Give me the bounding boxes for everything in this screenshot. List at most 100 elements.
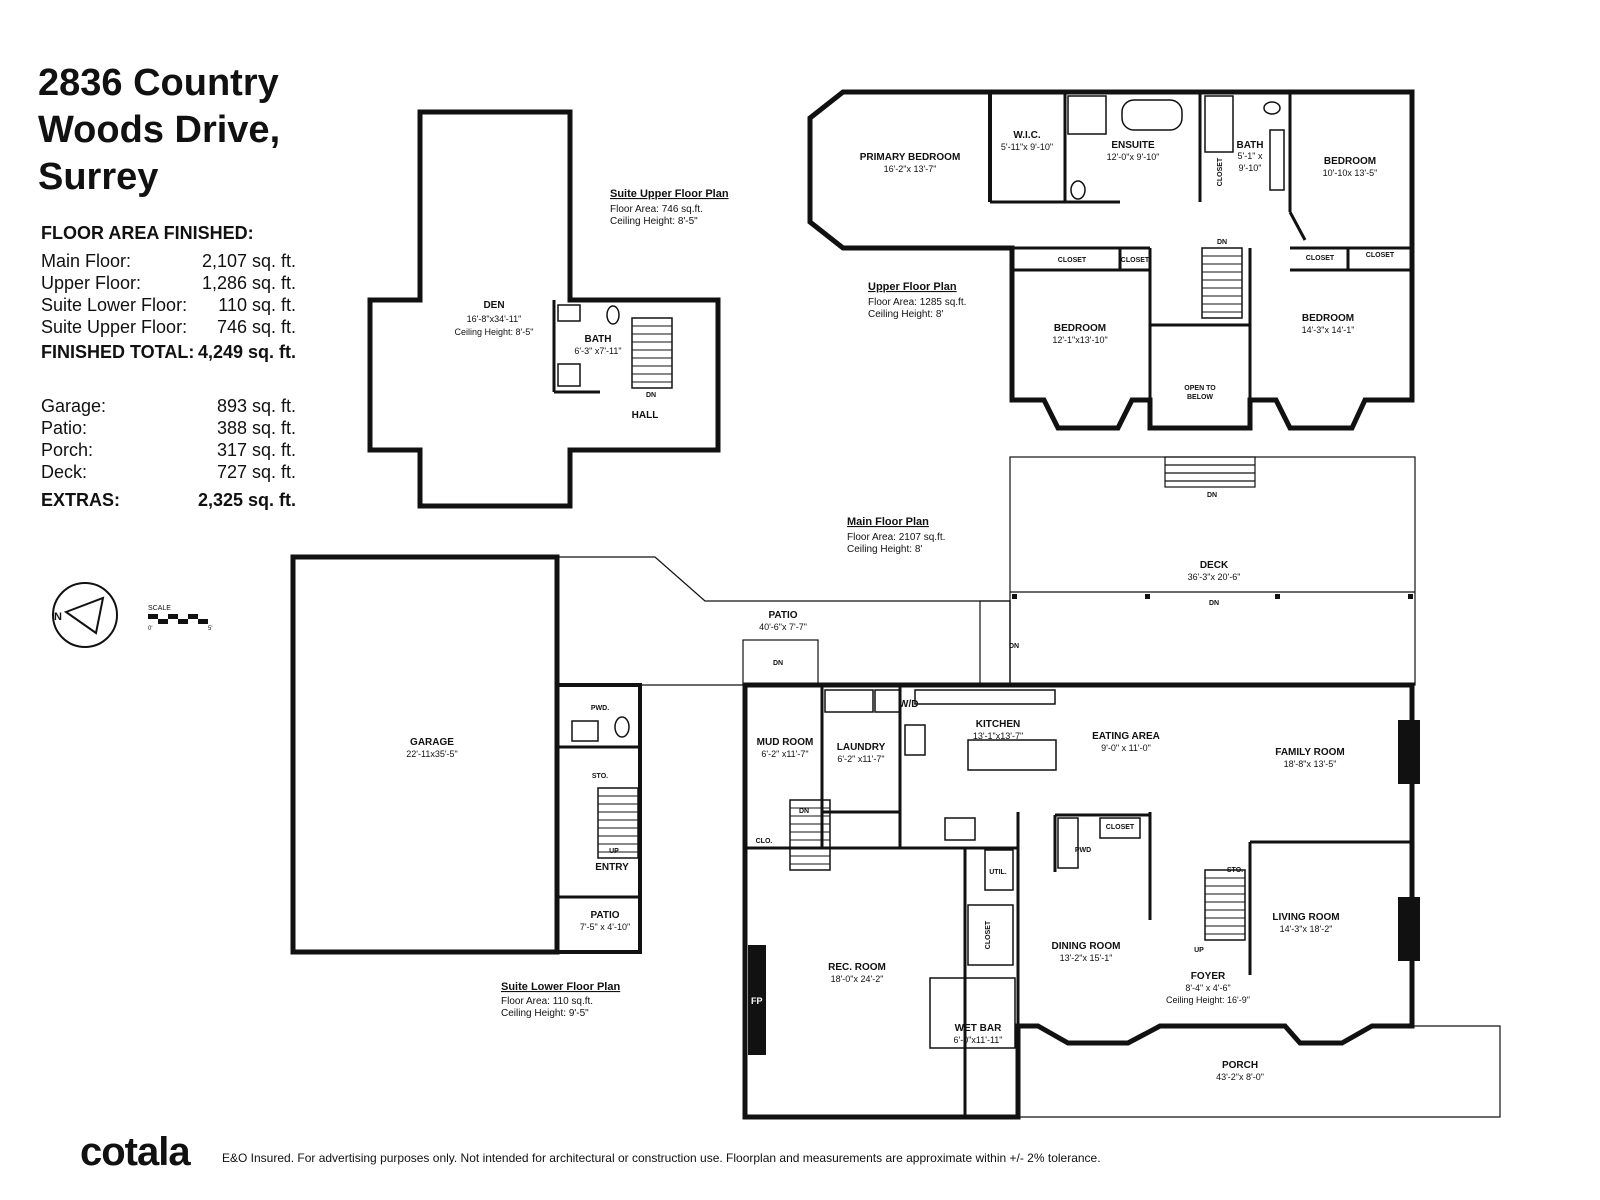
room-foyer-ceiling: Ceiling Height: 16'-9" bbox=[1166, 995, 1250, 1005]
area-label: Deck: bbox=[41, 462, 88, 482]
fireplace-icons bbox=[748, 720, 1420, 1055]
room-suite-bath-name: BATH bbox=[584, 334, 611, 345]
room-living-room-dims: 14'-3"x 18'-2" bbox=[1280, 924, 1333, 934]
suite-upper-plan-area: Floor Area: 746 sq.ft. bbox=[610, 204, 703, 215]
fp-label: FP bbox=[751, 996, 763, 1006]
room-dining-room-name: DINING ROOM bbox=[1052, 941, 1121, 952]
scale-min: 0' bbox=[148, 626, 152, 632]
up-marker: UP bbox=[609, 848, 619, 855]
room-laundry-name: LAUNDRY bbox=[837, 742, 886, 753]
area-label: Upper Floor: bbox=[41, 273, 142, 293]
suite-lower-plan-area: Floor Area: 110 sq.ft. bbox=[501, 996, 593, 1007]
address-line-1: 2836 Country bbox=[38, 62, 279, 104]
main-plan-area: Floor Area: 2107 sq.ft. bbox=[847, 532, 945, 543]
suite-stairs bbox=[631, 317, 673, 389]
room-laundry-dims: 6'-2" x11'-7" bbox=[837, 754, 884, 764]
garage-outline bbox=[290, 554, 642, 955]
area-value: 317 sq. ft. bbox=[216, 440, 296, 460]
upper-stairs bbox=[1201, 247, 1243, 319]
room-bedroom-sw-name: BEDROOM bbox=[1054, 323, 1106, 334]
main-plan-ceiling: Ceiling Height: 8' bbox=[847, 544, 922, 555]
room-bedroom-ne-dims: 10'-10x 13'-5" bbox=[1323, 168, 1378, 178]
wd-label: W/D bbox=[899, 699, 918, 710]
room-foyer-dims: 8'-4" x 4'-6" bbox=[1185, 983, 1230, 993]
room-wic-dims: 5'-11"x 9'-10" bbox=[1001, 142, 1053, 152]
fp-label: FP bbox=[1425, 928, 1438, 939]
area-value: 746 sq. ft. bbox=[216, 317, 296, 337]
suite-upper-plan-ceiling: Ceiling Height: 8'-5" bbox=[610, 216, 698, 227]
sto-main-label: STO. bbox=[1227, 867, 1243, 874]
address-line-3: Surrey bbox=[38, 156, 159, 198]
room-deck-name: DECK bbox=[1200, 560, 1229, 571]
room-mud-room-dims: 6'-2" x11'-7" bbox=[761, 749, 808, 759]
area-value: 4,249 sq. ft. bbox=[197, 342, 296, 362]
room-den-ceiling: Ceiling Height: 8'-5" bbox=[455, 327, 534, 337]
room-garage-name: GARAGE bbox=[410, 737, 454, 748]
room-deck-dims: 36'-3"x 20'-6" bbox=[1188, 572, 1241, 582]
main-plan-name: Main Floor Plan bbox=[847, 516, 929, 528]
dn-marker: DN bbox=[773, 660, 783, 667]
property-address: 2836 Country Woods Drive, Surrey bbox=[38, 60, 280, 201]
closet-label: CLOSET bbox=[1306, 255, 1335, 262]
room-kitchen-name: KITCHEN bbox=[976, 719, 1020, 730]
room-upper-bath-dims-2: 9'-10" bbox=[1239, 163, 1262, 173]
area-label: Suite Upper Floor: bbox=[41, 317, 188, 337]
area-value: 727 sq. ft. bbox=[216, 462, 296, 482]
patio-outline bbox=[557, 556, 1011, 686]
area-label: EXTRAS: bbox=[41, 490, 121, 510]
scale-bar-icon: SCALE 0' 5' bbox=[148, 605, 212, 632]
room-foyer-name: FOYER bbox=[1191, 971, 1226, 982]
area-label: Patio: bbox=[41, 418, 88, 438]
floor-area-heading: FLOOR AREA FINISHED: bbox=[41, 223, 254, 243]
room-patio-dims: 40'-6"x 7'-7" bbox=[759, 622, 807, 632]
room-ensuite-dims: 12'-0"x 9'-10" bbox=[1107, 152, 1160, 162]
main-floor-fixtures bbox=[824, 689, 1141, 1049]
room-family-room-name: FAMILY ROOM bbox=[1275, 747, 1344, 758]
suite-upper-plan-name: Suite Upper Floor Plan bbox=[610, 188, 729, 200]
room-hall-name: HALL bbox=[632, 410, 659, 421]
room-primary-bedroom-name: PRIMARY BEDROOM bbox=[860, 152, 961, 163]
disclaimer-text: E&O Insured. For advertising purposes on… bbox=[222, 1151, 1101, 1165]
open-to-below-label: OPEN TO bbox=[1184, 385, 1216, 392]
dn-marker: DN bbox=[799, 808, 809, 815]
room-bedroom-ne-name: BEDROOM bbox=[1324, 156, 1376, 167]
dn-marker: DN bbox=[1209, 600, 1219, 607]
dn-marker: DN bbox=[1009, 643, 1019, 650]
pwd-main-label: PWD bbox=[1075, 847, 1091, 854]
room-den-dims: 16'-8"x34'-11" bbox=[467, 314, 522, 324]
room-porch-dims: 43'-2"x 8'-0" bbox=[1216, 1072, 1264, 1082]
up-marker: UP bbox=[1194, 947, 1204, 954]
room-primary-bedroom-dims: 16'-2"x 13'-7" bbox=[884, 164, 937, 174]
area-label: FINISHED TOTAL: bbox=[41, 342, 195, 362]
area-value: 1,286 sq. ft. bbox=[201, 273, 296, 293]
compass-north-label: N bbox=[54, 611, 62, 623]
closet-label: CLOSET bbox=[1106, 824, 1135, 831]
room-suite-patio-dims: 7'-5" x 4'-10" bbox=[580, 922, 630, 932]
area-label: Porch: bbox=[41, 440, 94, 460]
area-value: 893 sq. ft. bbox=[216, 396, 296, 416]
room-eating-area-dims: 9'-0" x 11'-0" bbox=[1101, 743, 1151, 753]
util-label: UTIL. bbox=[989, 869, 1007, 876]
closet-clo-label: CLO. bbox=[756, 838, 773, 845]
room-rec-room-dims: 18'-0"x 24'-2" bbox=[831, 974, 884, 984]
closet-label: CLOSET bbox=[1058, 257, 1087, 264]
closet-label: CLOSET bbox=[1121, 257, 1150, 264]
room-porch-name: PORCH bbox=[1222, 1060, 1258, 1071]
dn-marker: DN bbox=[1217, 239, 1227, 246]
area-label: Suite Lower Floor: bbox=[41, 295, 188, 315]
compass-icon: N bbox=[52, 582, 118, 648]
scale-label: SCALE bbox=[148, 605, 171, 612]
area-label: Main Floor: bbox=[41, 251, 132, 271]
address-line-2: Woods Drive, bbox=[38, 109, 281, 151]
cotala-logo: cotala bbox=[80, 1130, 191, 1174]
suite-lower-plan-ceiling: Ceiling Height: 9'-5" bbox=[501, 1008, 589, 1019]
room-wet-bar-dims: 6'-0"x11'-11" bbox=[953, 1035, 1002, 1045]
room-pwd-suite-name: PWD. bbox=[591, 705, 609, 712]
upper-plan-area: Floor Area: 1285 sq.ft. bbox=[868, 297, 966, 308]
room-suite-patio-name: PATIO bbox=[590, 910, 619, 921]
room-den-name: DEN bbox=[483, 300, 504, 311]
porch-outline bbox=[1017, 1025, 1501, 1118]
area-value: 2,107 sq. ft. bbox=[201, 251, 296, 271]
suite-bath-fixtures bbox=[557, 304, 620, 387]
room-suite-bath-dims: 6'-3" x7'-11" bbox=[574, 346, 621, 356]
